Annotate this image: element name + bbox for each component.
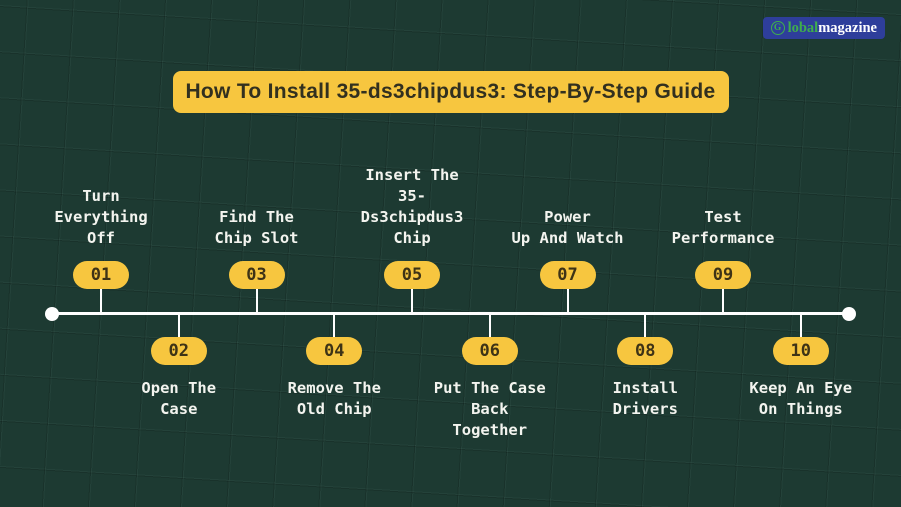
step-connector-line bbox=[255, 289, 258, 313]
step-label: Install Drivers bbox=[612, 379, 678, 418]
global-magazine-logo: G lobalmagazine bbox=[762, 17, 885, 39]
step-number: 07 bbox=[557, 265, 578, 285]
step-number: 08 bbox=[635, 341, 656, 361]
logo-text: lobalmagazine bbox=[788, 20, 877, 37]
step-number-badge: 07 bbox=[539, 261, 596, 289]
step-label: Power Up And Watch bbox=[511, 208, 624, 247]
step-label: Put The Case Back Together bbox=[433, 379, 546, 439]
timeline-step: Remove The Old Chip 04 bbox=[249, 313, 419, 420]
timeline-step: Install Drivers 08 bbox=[560, 313, 730, 420]
step-number: 02 bbox=[168, 341, 189, 361]
timeline-step: Test Performance 09 bbox=[638, 207, 808, 313]
step-connector-line bbox=[411, 289, 413, 313]
logo-text-magazine: magazine bbox=[818, 19, 877, 36]
step-number: 05 bbox=[401, 265, 423, 285]
step-number: 10 bbox=[790, 341, 811, 361]
step-connector-line bbox=[100, 289, 102, 313]
timeline-start-dot bbox=[45, 307, 59, 321]
step-connector-line bbox=[799, 313, 802, 337]
timeline-step: Turn Everything Off 01 bbox=[16, 186, 186, 313]
step-label: Test Performance bbox=[671, 208, 775, 247]
step-number: 09 bbox=[712, 265, 734, 285]
timeline-step: Open The Case 02 bbox=[94, 313, 264, 420]
timeline-step: Find The Chip Slot 03 bbox=[172, 207, 342, 313]
step-label: Insert The 35- Ds3chipdus3 Chip bbox=[360, 166, 464, 247]
title-banner: How To Install 35-ds3chipdus3: Step-By-S… bbox=[172, 71, 729, 113]
step-number-badge: 08 bbox=[617, 337, 674, 365]
step-number: 03 bbox=[246, 265, 267, 285]
timeline-step: Put The Case Back Together 06 bbox=[405, 313, 575, 441]
page-title: How To Install 35-ds3chipdus3: Step-By-S… bbox=[185, 80, 716, 103]
timeline-step: Power Up And Watch 07 bbox=[483, 207, 653, 313]
step-number-badge: 02 bbox=[150, 337, 207, 365]
timeline-step: Keep An Eye On Things 10 bbox=[716, 313, 886, 420]
step-connector-line bbox=[644, 313, 647, 337]
step-connector-line bbox=[566, 289, 569, 313]
logo-text-global: lobal bbox=[787, 19, 819, 36]
step-label: Turn Everything Off bbox=[54, 187, 148, 247]
timeline-end-dot bbox=[842, 307, 856, 321]
step-label: Open The Case bbox=[141, 379, 217, 418]
step-number-badge: 10 bbox=[772, 337, 829, 365]
step-connector-line bbox=[488, 313, 491, 337]
step-number-badge: 01 bbox=[73, 261, 129, 289]
step-connector-line bbox=[333, 313, 336, 337]
step-number: 01 bbox=[90, 265, 112, 285]
step-number-badge: 09 bbox=[695, 261, 751, 289]
step-connector-line bbox=[722, 289, 724, 313]
step-label: Find The Chip Slot bbox=[214, 208, 299, 247]
step-label: Keep An Eye On Things bbox=[749, 379, 853, 418]
step-label: Remove The Old Chip bbox=[287, 379, 381, 418]
step-number-badge: 03 bbox=[228, 261, 285, 289]
step-number-badge: 05 bbox=[384, 261, 440, 289]
step-number: 06 bbox=[479, 341, 500, 361]
timeline-step: Insert The 35- Ds3chipdus3 Chip 05 bbox=[327, 165, 497, 313]
step-number: 04 bbox=[324, 341, 345, 361]
step-connector-line bbox=[177, 313, 180, 337]
timeline-line bbox=[52, 312, 849, 315]
step-number-badge: 06 bbox=[461, 337, 518, 365]
global-logo-g-icon: G bbox=[770, 21, 785, 35]
step-number-badge: 04 bbox=[306, 337, 363, 365]
